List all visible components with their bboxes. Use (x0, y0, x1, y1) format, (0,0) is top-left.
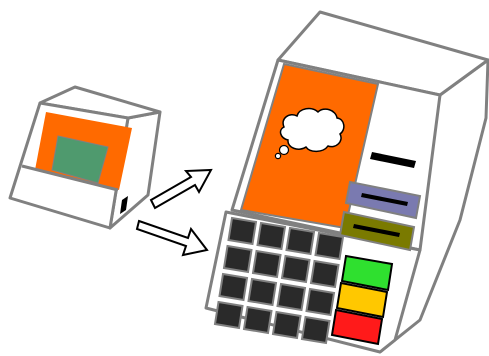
keypad-key[interactable] (311, 261, 339, 287)
keypad-key[interactable] (229, 218, 257, 244)
keypad-key[interactable] (282, 256, 310, 282)
keypad-key[interactable] (253, 251, 281, 277)
arrow-up-right-icon (151, 170, 211, 208)
keypad-key[interactable] (215, 302, 243, 328)
keypad-key[interactable] (258, 223, 286, 249)
keypad-key[interactable] (307, 289, 335, 315)
keypad-key[interactable] (287, 228, 315, 254)
keypad-key[interactable] (244, 307, 272, 333)
large-terminal (206, 12, 488, 352)
keypad-key[interactable] (224, 246, 252, 272)
arrow-down-right-icon (137, 221, 207, 255)
keypad-key[interactable] (249, 279, 277, 305)
small-terminal (10, 87, 160, 228)
keypad-key[interactable] (278, 284, 306, 310)
keypad-key[interactable] (220, 274, 248, 300)
keypad-key[interactable] (273, 312, 301, 338)
keypad-key[interactable] (302, 317, 330, 343)
keypad-key[interactable] (316, 233, 344, 259)
